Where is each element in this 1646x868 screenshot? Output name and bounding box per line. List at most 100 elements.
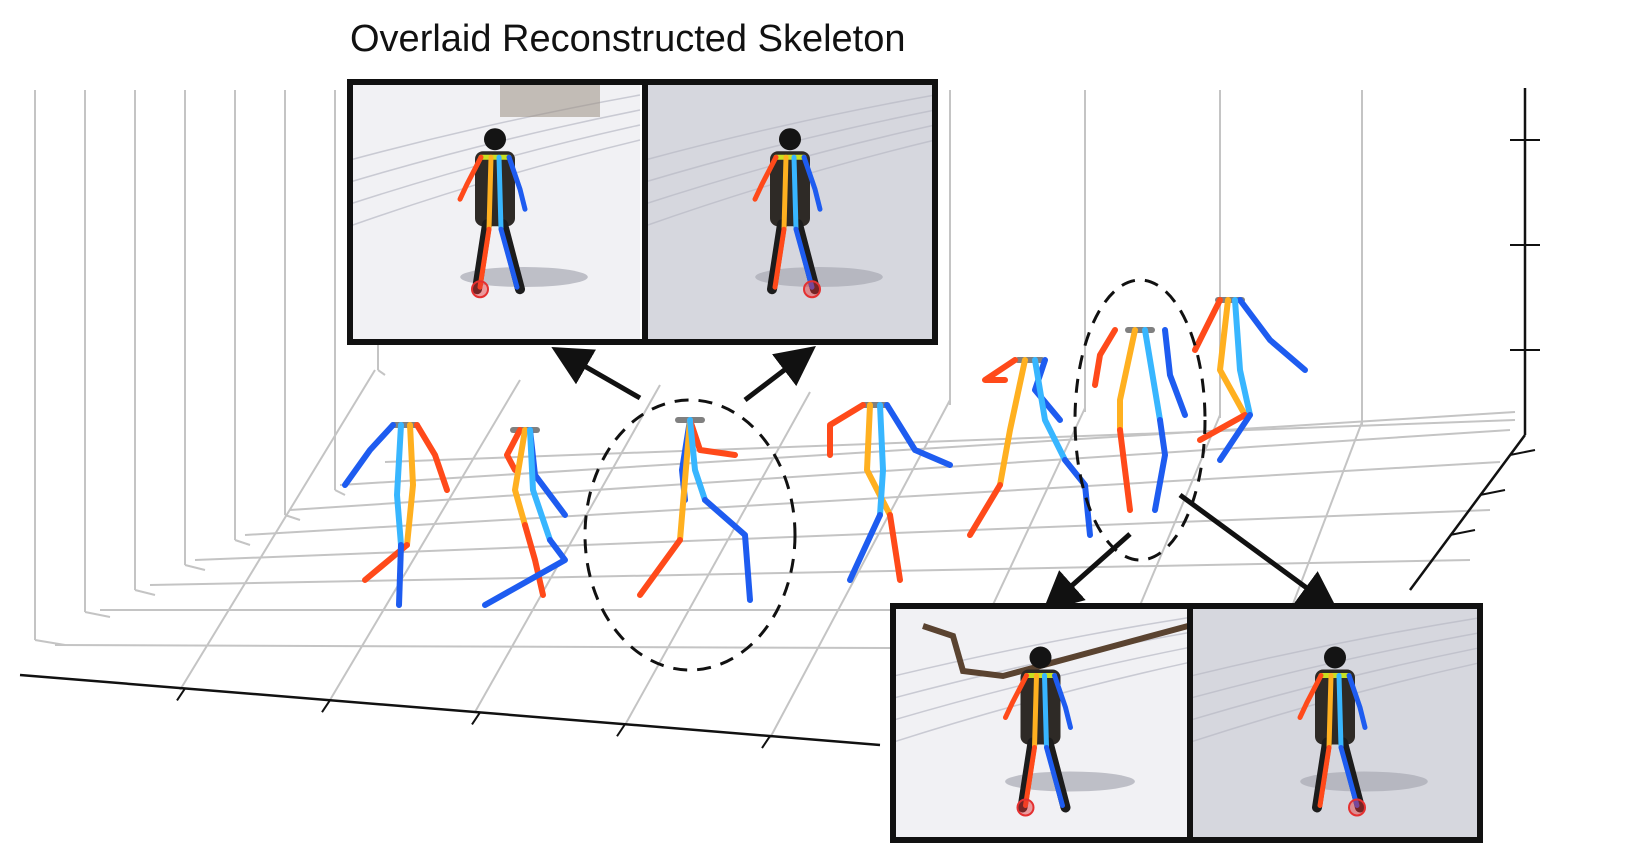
grid-line — [769, 399, 951, 739]
skeleton-limb — [1192, 297, 1223, 353]
skeleton-glyph — [967, 357, 1093, 538]
skeleton-limb — [997, 357, 1028, 488]
overlay-limb — [1044, 744, 1065, 808]
arrow-icon — [1178, 492, 1339, 611]
person-head — [1029, 646, 1052, 669]
skeleton-limb — [512, 427, 528, 528]
axis-tick — [1479, 489, 1506, 496]
skeleton-limb — [884, 402, 953, 468]
skeleton-limb — [404, 422, 416, 548]
skeleton-glyph — [342, 422, 450, 608]
person-leg — [767, 219, 787, 295]
plot-axes — [19, 88, 1540, 749]
skeleton-limb — [527, 427, 553, 543]
overlay-limb — [1023, 744, 1037, 808]
skeleton-glyph — [1092, 327, 1188, 513]
overlay-limb — [793, 226, 815, 290]
fence — [922, 623, 1189, 680]
person-leg — [1043, 737, 1071, 813]
grid-line — [234, 539, 251, 546]
grid-line — [84, 611, 111, 618]
person-shadow — [755, 267, 883, 287]
arrow-icon — [743, 345, 816, 402]
grid-line — [289, 429, 1511, 511]
person-leg — [1312, 737, 1332, 813]
red-circle-marker — [803, 280, 821, 299]
person-leg — [498, 219, 525, 295]
skeleton-limb — [1217, 297, 1248, 418]
skeleton-limb — [1142, 327, 1163, 423]
overlay-limb — [1326, 672, 1334, 750]
arrows — [551, 345, 1339, 612]
overlay-limb — [496, 154, 504, 232]
person-head — [779, 128, 801, 151]
skeleton-limb — [982, 357, 1018, 383]
photo-border — [890, 603, 1483, 843]
grid-line — [284, 514, 301, 521]
skeleton-limb — [1092, 327, 1118, 388]
grid-line — [149, 559, 1471, 586]
arrow-icon — [1042, 532, 1132, 612]
ski-track — [644, 94, 936, 161]
overlay-limb — [486, 154, 494, 232]
overlay-limb — [1003, 672, 1029, 720]
bottom-photo-strip — [890, 603, 1483, 843]
photo-frame — [892, 606, 1189, 840]
skeleton-limb — [1232, 297, 1253, 418]
skeleton-limb — [847, 512, 883, 583]
figure-title: Overlaid Reconstructed Skeleton — [350, 18, 906, 60]
overlay-limb — [1317, 744, 1332, 808]
grid-line — [134, 589, 156, 596]
skeleton-limb — [1032, 357, 1068, 463]
grid-line — [244, 461, 1501, 536]
overlay-limb — [1032, 672, 1039, 750]
red-circle-marker — [471, 280, 489, 299]
person-leg — [1017, 737, 1038, 813]
overlay-limb — [1346, 672, 1368, 730]
skeleton-limb — [522, 522, 546, 598]
skeleton-limb — [1117, 327, 1138, 433]
skeleton-limb — [687, 417, 708, 503]
overlay-limb — [1338, 744, 1360, 808]
highlight-ellipse-left — [583, 398, 797, 672]
grid-line — [377, 369, 386, 376]
grid-line — [384, 419, 1516, 463]
person-torso — [1020, 669, 1061, 745]
overlay-limb — [791, 154, 799, 232]
y-axis — [1408, 434, 1527, 591]
skeleton-limb — [342, 422, 396, 488]
person-leg — [793, 219, 820, 295]
bushes — [500, 82, 600, 117]
photo-frame — [1189, 606, 1481, 840]
skeleton-limb — [1162, 327, 1188, 418]
person-shadow — [460, 267, 588, 287]
overlay-limb — [1052, 672, 1073, 730]
overlay-limb — [1297, 672, 1324, 720]
grid-line — [184, 564, 206, 571]
skeleton-limb — [396, 542, 404, 608]
overlay-limb — [1042, 672, 1049, 750]
top-photo-strip — [347, 79, 938, 345]
person-head — [484, 128, 506, 151]
person-shadow — [1005, 771, 1135, 792]
person-leg — [472, 219, 492, 295]
overlay-limb — [801, 154, 823, 212]
overlay-limb — [752, 154, 779, 202]
skeleton-limb — [1152, 417, 1168, 513]
axis-tick — [471, 711, 481, 725]
skeleton-limb — [677, 417, 693, 543]
overlay-limb — [498, 226, 520, 290]
ski-track — [349, 94, 641, 161]
photo-frame — [349, 82, 641, 342]
axis-tick — [1449, 529, 1476, 536]
axis-tick — [176, 687, 186, 701]
skeleton-limb — [887, 512, 903, 583]
skeleton-limb — [414, 422, 450, 493]
overlay-limb — [772, 226, 787, 290]
person-torso — [1315, 669, 1355, 745]
ski-track — [892, 616, 1189, 677]
skeleton-limb — [827, 402, 866, 458]
skeleton-limb — [1217, 412, 1253, 463]
photo-frame — [644, 82, 936, 342]
grid-line — [179, 369, 376, 691]
